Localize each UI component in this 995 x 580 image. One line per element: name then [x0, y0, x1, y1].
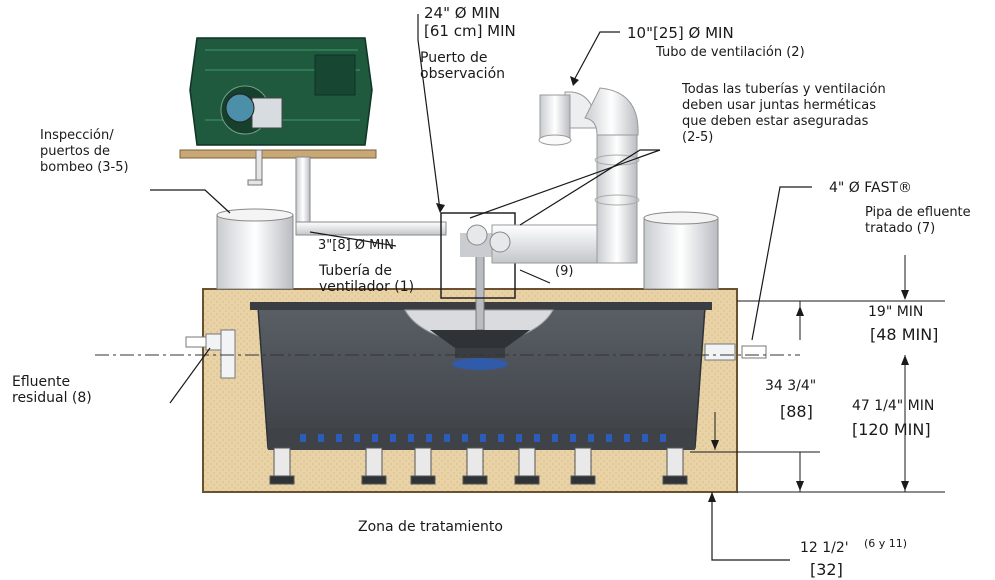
aeration-dot: [498, 434, 504, 442]
aeration-dot: [570, 434, 576, 442]
aeration-dot: [480, 434, 486, 442]
dim-12-label: 12 1/2': [800, 540, 849, 556]
dim-88-label: [88]: [780, 402, 813, 421]
seal-note-label: Todas las tuberías y ventilación deben u…: [682, 82, 886, 145]
observation-port-label: Puerto de observación: [420, 50, 506, 82]
tank-legs: [269, 447, 688, 485]
vent-dia-label: 10"[25] Ø MIN: [627, 24, 734, 42]
aeration-dot: [534, 434, 540, 442]
inspection-riser-right: [643, 211, 719, 290]
aeration-dot: [426, 434, 432, 442]
residual-effluent-label: Efluente residual (8): [12, 374, 92, 406]
aeration-dot: [588, 434, 594, 442]
outlet-fitting: [704, 343, 767, 361]
tank-leg: [269, 447, 295, 485]
dim-48-label: [48 MIN]: [870, 325, 939, 344]
aeration-dot: [336, 434, 342, 442]
aeration-dot: [624, 434, 630, 442]
tank-leg: [462, 447, 488, 485]
fan-pipe: [295, 156, 447, 236]
aeration-dot: [552, 434, 558, 442]
dim-32-label: [32]: [810, 560, 843, 579]
aeration-dot: [642, 434, 648, 442]
aeration-dots: [300, 434, 666, 442]
aeration-dot: [516, 434, 522, 442]
tank-leg: [410, 447, 436, 485]
aeration-dot: [462, 434, 468, 442]
aeration-dot: [372, 434, 378, 442]
fan-pipe-label: Tubería de ventilador (1): [319, 263, 415, 295]
tank-leg: [570, 447, 596, 485]
inspection-riser-left: [216, 208, 294, 290]
fast-dia-label: 4" Ø FAST®: [829, 180, 913, 196]
obs-dia-label: 24" Ø MIN: [424, 4, 500, 22]
diffuser-assembly: [430, 244, 530, 370]
tank-leg: [514, 447, 540, 485]
aeration-dot: [606, 434, 612, 442]
dim-47-label: 47 1/4" MIN: [852, 398, 935, 414]
tank-leg: [361, 447, 387, 485]
item-9-label: (9): [555, 264, 574, 279]
aeration-dot: [390, 434, 396, 442]
vent-tube-label: Tubo de ventilación (2): [656, 45, 805, 60]
aeration-dot: [354, 434, 360, 442]
treatment-zone-label: Zona de tratamiento: [358, 519, 503, 535]
inspection-ports-label: Inspección/ puertos de bombeo (3-5): [40, 128, 129, 175]
dim-34-label: 34 3/4": [765, 378, 817, 394]
tank-leg: [662, 447, 688, 485]
aeration-dot: [318, 434, 324, 442]
vent-pipe-icon: [460, 87, 640, 264]
aeration-dot: [300, 434, 306, 442]
dim-19-label: 19" MIN: [868, 304, 924, 320]
dim-6y11-label: (6 y 11): [864, 537, 908, 550]
inlet-fitting: [185, 329, 236, 379]
aeration-dot: [660, 434, 666, 442]
aeration-dot: [444, 434, 450, 442]
blower-unit-icon: [179, 37, 377, 186]
treated-effluent-label: Pipa de efluente tratado (7): [865, 205, 971, 236]
fan-dia-label: 3"[8] Ø MIN: [318, 238, 394, 253]
aeration-dot: [408, 434, 414, 442]
obs-cm-label: [61 cm] MIN: [424, 22, 516, 40]
dim-120-label: [120 MIN]: [852, 420, 931, 439]
